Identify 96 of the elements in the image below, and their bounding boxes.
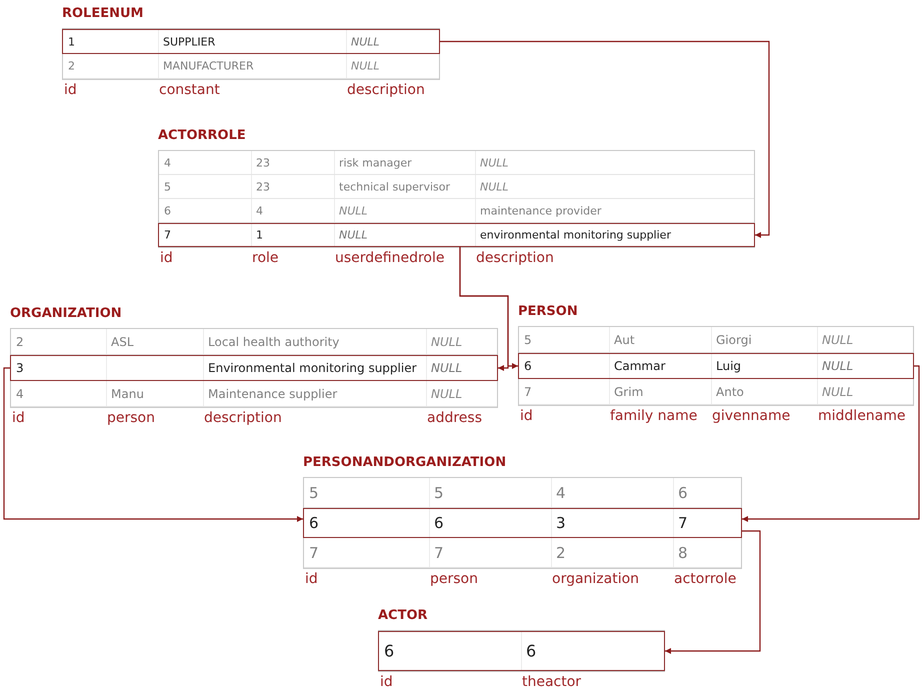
highlighted-row — [518, 353, 914, 379]
cell-value: 8 — [678, 544, 688, 562]
cell-value: Cammar — [614, 359, 666, 373]
cell-value: 4 — [164, 156, 171, 169]
connector-arrow — [3, 367, 303, 522]
connector-arrow — [742, 365, 920, 522]
cell-value: 7 — [434, 544, 444, 562]
highlighted-row — [158, 223, 755, 247]
cell-value: 7 — [164, 228, 171, 242]
cell-value: Luig — [716, 359, 742, 373]
cell-value: 4 — [256, 204, 263, 217]
column-name: userdefinedrole — [335, 250, 444, 266]
null-value: NULL — [351, 60, 380, 72]
cell-value: SUPPLIER — [163, 35, 216, 48]
cell-value: 5 — [309, 484, 319, 502]
cell-value: risk manager — [339, 156, 412, 169]
table-title: PERSON — [518, 304, 578, 319]
cell-value: 1 — [256, 228, 263, 242]
connector-arrow — [459, 247, 518, 369]
cell-value: 2 — [16, 334, 24, 348]
column-name: address — [427, 410, 482, 426]
null-value: NULL — [822, 384, 854, 398]
null-value: NULL — [351, 35, 380, 48]
cell-value: Aut — [614, 332, 635, 346]
cell-value: 6 — [526, 642, 536, 660]
column-name: organization — [552, 571, 640, 587]
column-name: theactor — [522, 674, 582, 690]
null-value: NULL — [822, 359, 854, 373]
cell-value: 3 — [16, 361, 24, 375]
connector-arrow — [665, 530, 761, 654]
cell-value: ASL — [111, 334, 134, 348]
cell-value: 7 — [678, 514, 688, 532]
cell-value: 1 — [68, 35, 75, 48]
column-name: id — [160, 250, 173, 266]
null-value: NULL — [480, 180, 509, 193]
cell-value: 6 — [678, 484, 688, 502]
cell-value: 5 — [434, 484, 444, 502]
cell-value: 6 — [164, 204, 171, 217]
table-title: ROLEENUM — [62, 6, 144, 21]
null-value: NULL — [339, 204, 368, 217]
cell-value: maintenance provider — [480, 204, 602, 217]
null-value: NULL — [431, 386, 462, 400]
column-name: id — [520, 408, 533, 424]
null-value: NULL — [431, 334, 462, 348]
highlighted-row — [62, 29, 440, 54]
column-name: id — [12, 410, 25, 426]
column-name: id — [64, 82, 77, 98]
null-value: NULL — [339, 228, 368, 242]
column-name: family name — [610, 408, 698, 424]
column-name: middlename — [818, 408, 906, 424]
cell-value: Manu — [111, 386, 144, 400]
cell-value: 4 — [16, 386, 24, 400]
cell-value: environmental monitoring supplier — [480, 228, 671, 242]
cell-value: 2 — [556, 544, 566, 562]
cell-value: MANUFACTURER — [163, 60, 254, 72]
column-name: description — [204, 410, 282, 426]
cell-value: Local health authority — [208, 334, 340, 348]
column-name: role — [252, 250, 279, 266]
highlighted-row — [303, 508, 742, 538]
cell-value: Grim — [614, 384, 644, 398]
cell-value: 3 — [556, 514, 566, 532]
table-title: ACTORROLE — [158, 128, 246, 143]
cell-value: 6 — [384, 642, 394, 660]
column-name: actorrole — [674, 571, 736, 587]
cell-value: 2 — [68, 60, 75, 72]
null-value: NULL — [822, 332, 854, 346]
cell-value: 6 — [524, 359, 532, 373]
cell-value: 4 — [556, 484, 566, 502]
column-name: constant — [159, 82, 220, 98]
column-name: id — [380, 674, 393, 690]
cell-value: Anto — [716, 384, 744, 398]
column-name: person — [430, 571, 478, 587]
column-name: description — [347, 82, 425, 98]
column-name: person — [107, 410, 155, 426]
cell-value: 6 — [309, 514, 319, 532]
cell-value: 23 — [256, 180, 270, 193]
cell-value: 7 — [524, 384, 532, 398]
cell-value: 5 — [164, 180, 171, 193]
column-name: id — [305, 571, 318, 587]
cell-value: Environmental monitoring supplier — [208, 361, 417, 375]
column-name: description — [476, 250, 554, 266]
cell-value: 6 — [434, 514, 444, 532]
column-name: givenname — [712, 408, 790, 424]
cell-value: Giorgi — [716, 332, 752, 346]
cell-value: 7 — [309, 544, 319, 562]
null-value: NULL — [480, 156, 509, 169]
connector-arrow — [440, 40, 770, 238]
highlighted-row — [10, 355, 498, 381]
table-title: ORGANIZATION — [10, 306, 122, 321]
null-value: NULL — [431, 361, 462, 375]
cell-value: 5 — [524, 332, 532, 346]
cell-value: Maintenance supplier — [208, 386, 338, 400]
cell-value: 23 — [256, 156, 270, 169]
table-title: PERSONANDORGANIZATION — [303, 455, 506, 470]
table-title: ACTOR — [378, 608, 428, 623]
cell-value: technical supervisor — [339, 180, 450, 193]
